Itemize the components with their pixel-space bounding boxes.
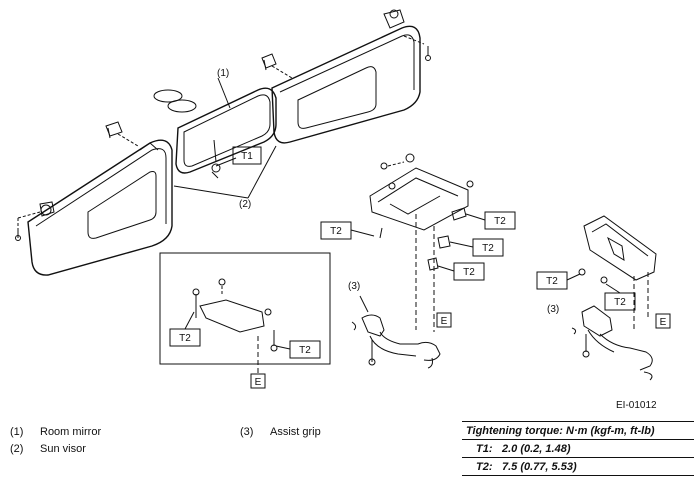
callout-leaders: [173, 77, 277, 199]
torque-key: T1:: [476, 443, 493, 455]
svg-text:T2: T2: [330, 226, 342, 237]
figure-code: EI-01012: [616, 400, 657, 411]
legend-label: Assist grip: [270, 426, 321, 438]
torque-table-title: Tightening torque: N·m (kgf-m, ft-lb): [462, 421, 694, 440]
left-sun-visor: [15, 139, 173, 276]
torque-box-t2-center: T2: [484, 211, 516, 230]
svg-text:T1: T1: [241, 151, 253, 162]
callout-3-center: (3): [348, 281, 360, 292]
torque-table: Tightening torque: N·m (kgf-m, ft-lb) T1…: [462, 421, 694, 476]
view-marker-e-right: E: [655, 313, 671, 329]
callout-1: (1): [217, 68, 229, 79]
view-marker-e-inset: E: [250, 373, 266, 389]
legend-item-sun-visor: (2) Sun visor: [10, 443, 86, 455]
torque-box-t2-inset-b: T2: [289, 340, 321, 359]
legend-num: (3): [240, 426, 254, 438]
callout-3-right: (3): [547, 304, 559, 315]
center-assist-grip: [351, 295, 441, 369]
legend-num: (1): [10, 426, 24, 438]
torque-box-t1: T1: [232, 146, 262, 165]
svg-text:T2: T2: [482, 243, 494, 254]
room-mirror: [153, 87, 277, 179]
legend-item-assist-grip: (3) Assist grip: [240, 426, 321, 438]
svg-text:E: E: [660, 317, 667, 328]
torque-key: T2:: [476, 461, 493, 473]
svg-text:T2: T2: [179, 333, 191, 344]
legend-label: Room mirror: [40, 426, 102, 438]
svg-text:T2: T2: [494, 216, 506, 227]
torque-box-t2-bracket-a: T2: [472, 238, 504, 257]
view-marker-e-center: E: [436, 312, 452, 328]
torque-value: 7.5 (0.77, 5.53): [502, 461, 577, 473]
svg-text:T2: T2: [299, 345, 311, 356]
torque-box-t2-bracket-b: T2: [453, 262, 485, 281]
torque-row-t2: T2: 7.5 (0.77, 5.53): [462, 458, 694, 476]
svg-text:E: E: [441, 316, 448, 327]
svg-text:T2: T2: [614, 297, 626, 308]
torque-leaders: [184, 213, 621, 350]
torque-value: 2.0 (0.2, 1.48): [502, 443, 571, 455]
torque-box-t2-right-a: T2: [536, 271, 568, 290]
detail-inset: [159, 252, 331, 374]
right-sun-visor: [261, 9, 431, 144]
assist-grip-bracket: [369, 153, 474, 332]
legend-label: Sun visor: [40, 443, 86, 455]
svg-text:T2: T2: [546, 276, 558, 287]
right-bracket-assembly: [571, 215, 657, 381]
torque-row-t1: T1: 2.0 (0.2, 1.48): [462, 440, 694, 458]
legend-num: (2): [10, 443, 24, 455]
torque-box-t2-inset-a: T2: [169, 328, 201, 347]
torque-box-t2-left: T2: [320, 221, 352, 240]
svg-text:E: E: [255, 377, 262, 388]
svg-text:T2: T2: [463, 267, 475, 278]
left-visor-clip: [105, 121, 139, 147]
callout-2: (2): [239, 199, 251, 210]
legend-item-room-mirror: (1) Room mirror: [10, 426, 101, 438]
exploded-diagram: (1) (2) (3) (3) T1 T2 T2 T2 T2 T2 T2 T2 …: [15, 9, 671, 389]
torque-box-t2-right-b: T2: [604, 292, 636, 311]
